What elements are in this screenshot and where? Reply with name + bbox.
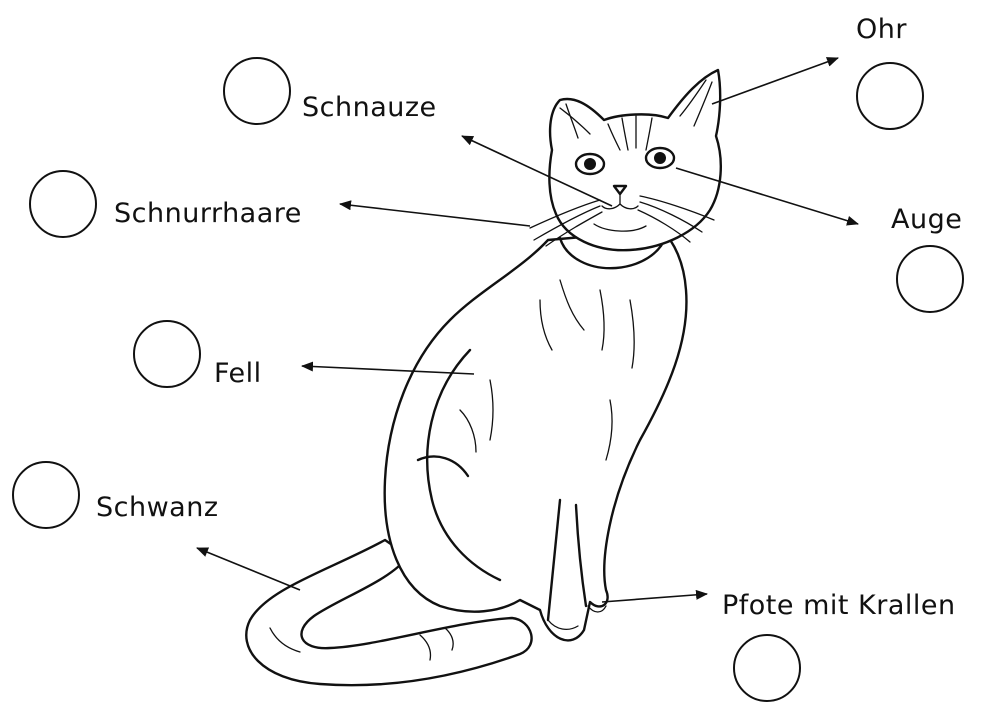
label-auge: Auge [891, 204, 962, 235]
answer-circle-fell[interactable] [134, 321, 200, 387]
cat-illustration [246, 70, 721, 685]
label-fell: Fell [214, 358, 262, 389]
arrow-schnurrhaare [340, 204, 530, 226]
label-schnurrhaare: Schnurrhaare [114, 198, 302, 229]
arrow-ohr [712, 58, 838, 104]
label-schwanz: Schwanz [96, 492, 219, 523]
label-ohr: Ohr [856, 14, 907, 45]
answer-circle-schnauze[interactable] [224, 58, 290, 124]
answer-circle-pfote[interactable] [734, 635, 800, 701]
answer-circle-auge[interactable] [897, 246, 963, 312]
label-pfote: Pfote mit Krallen [722, 590, 956, 621]
arrow-schwanz [197, 548, 300, 590]
arrow-pfote [602, 594, 707, 602]
label-schnauze: Schnauze [302, 92, 437, 123]
answer-circle-schnurrhaare[interactable] [30, 171, 96, 237]
answer-circle-schwanz[interactable] [13, 462, 79, 528]
answer-circle-ohr[interactable] [857, 63, 923, 129]
